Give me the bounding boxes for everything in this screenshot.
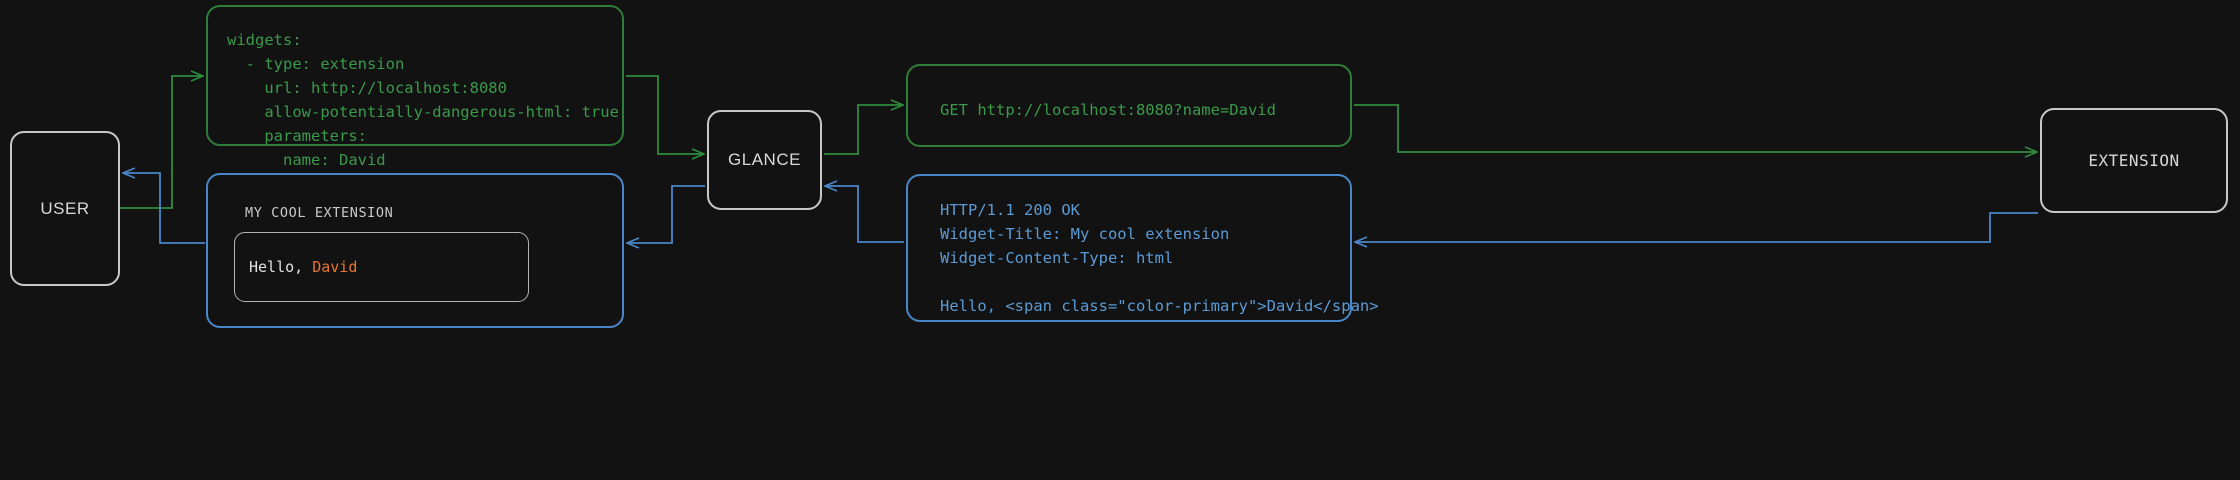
node-glance-label: GLANCE (728, 150, 801, 169)
wire-extension-to-response (1355, 212, 2038, 242)
wire-widget-to-user (123, 173, 205, 244)
wire-glance-to-widget (627, 185, 705, 243)
node-glance[interactable]: GLANCE (707, 110, 822, 210)
panel-http-request: GET http://localhost:8080?name=David (906, 64, 1352, 147)
widget-greeting-name: David (312, 258, 358, 276)
http-response-text: HTTP/1.1 200 OK Widget-Title: My cool ex… (940, 201, 1379, 315)
wire-glance-to-request (824, 105, 903, 155)
widget-greeting-prefix: Hello, (249, 258, 313, 276)
wire-user-to-yaml (120, 76, 203, 209)
panel-rendered-widget: MY COOL EXTENSION Hello, David (206, 173, 624, 328)
widget-content-card: Hello, David (234, 232, 529, 302)
wire-yaml-to-glance (626, 75, 704, 154)
widget-greeting: Hello, David (249, 258, 357, 276)
wire-response-to-glance (825, 186, 904, 243)
node-extension-label: EXTENSION (2088, 151, 2180, 170)
node-user-label: USER (40, 198, 90, 218)
node-extension[interactable]: EXTENSION (2040, 108, 2228, 213)
http-request-text: GET http://localhost:8080?name=David (940, 101, 1276, 119)
yaml-config-text: widgets: - type: extension url: http://l… (227, 31, 619, 169)
panel-http-response: HTTP/1.1 200 OK Widget-Title: My cool ex… (906, 174, 1379, 322)
widget-title: MY COOL EXTENSION (245, 205, 394, 221)
node-user[interactable]: USER (10, 131, 120, 286)
panel-yaml-config: widgets: - type: extension url: http://l… (206, 5, 624, 169)
wire-request-to-extension (1354, 104, 2037, 152)
